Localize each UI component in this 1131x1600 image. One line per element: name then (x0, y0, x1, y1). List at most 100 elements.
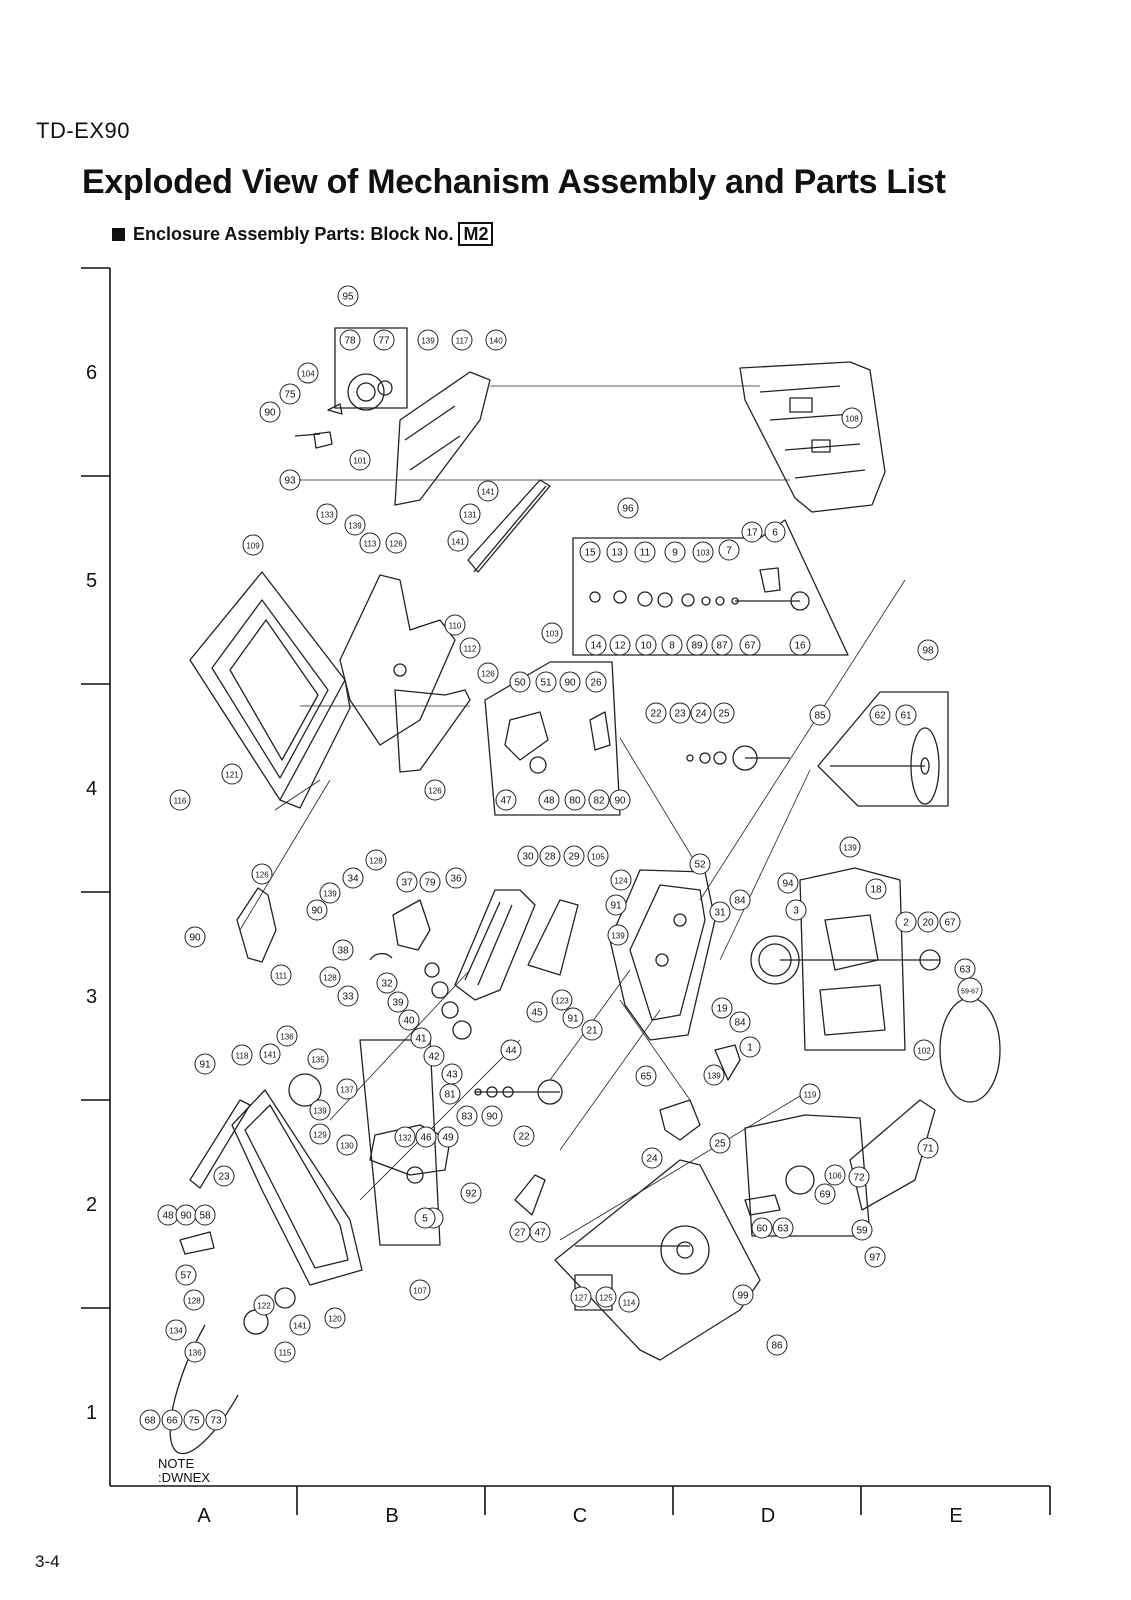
part-callout: 18 (865, 878, 887, 900)
part-callout-number: 33 (342, 992, 354, 1003)
grid-row-label: 1 (86, 1402, 98, 1424)
part-callout: 1 (739, 1036, 761, 1058)
reel-drive-assembly (369, 899, 472, 1040)
part-callout-number: 82 (593, 796, 605, 807)
part-callout-number: 120 (328, 1315, 342, 1324)
drive-belt (939, 997, 1001, 1103)
part-callout: 126 (251, 863, 273, 885)
part-callout-number: 96 (622, 504, 634, 515)
part-callout: 30 (517, 845, 539, 867)
part-callout: 34 (342, 867, 364, 889)
part-callout-number: 128 (323, 974, 337, 983)
part-callout-number: 85 (814, 711, 826, 722)
part-callout: 139 (319, 882, 341, 904)
part-callout-number: 141 (481, 488, 495, 497)
part-callout-number: 13 (611, 548, 623, 559)
part-callout: 48 (157, 1204, 179, 1226)
part-callout-number: 121 (225, 771, 239, 780)
part-callout: 59 (851, 1219, 873, 1241)
part-callout: 62 (869, 704, 891, 726)
part-callout: 51 (535, 671, 557, 693)
part-callout: 45 (526, 1001, 548, 1023)
part-callout: 44 (500, 1039, 522, 1061)
part-callout: 105 (587, 845, 609, 867)
part-callout-number: 32 (381, 979, 393, 990)
part-callout: 95 (337, 285, 359, 307)
part-callout-number: 34 (347, 874, 359, 885)
part-callout: 89 (686, 634, 708, 656)
part-callout: 84 (729, 1011, 751, 1033)
part-callout: 90 (559, 671, 581, 693)
part-callout: 90 (184, 926, 206, 948)
part-callout: 126 (477, 662, 499, 684)
part-callout-number: 133 (320, 511, 334, 520)
part-callout: 75 (183, 1409, 205, 1431)
part-callout: 80 (564, 789, 586, 811)
part-callout-number: 128 (187, 1297, 201, 1306)
block-subtitle: Enclosure Assembly Parts: Block No. M2 (112, 222, 494, 246)
part-callout: 128 (365, 849, 387, 871)
part-callout-number: 90 (486, 1112, 498, 1123)
part-callout: 131 (459, 503, 481, 525)
part-callout: 104 (297, 362, 319, 384)
part-callout: 71 (917, 1137, 939, 1159)
part-callout-number: 60 (756, 1224, 768, 1235)
grid-col-label: E (949, 1505, 963, 1527)
part-callout-number: 65 (640, 1072, 652, 1083)
part-callout: 10 (635, 634, 657, 656)
part-callout-number: 86 (771, 1341, 783, 1352)
part-callout-number: 115 (279, 1349, 292, 1358)
part-callout-number: 29 (568, 852, 580, 863)
part-callout-number: 106 (828, 1172, 842, 1181)
part-callout-number: 78 (344, 336, 356, 347)
part-callout: 90 (609, 789, 631, 811)
part-callout-number: 91 (567, 1014, 579, 1025)
part-callout-number: 117 (456, 337, 469, 346)
part-callout-number: 43 (446, 1070, 458, 1081)
part-callout: 87 (711, 634, 733, 656)
part-callout: 19 (711, 997, 733, 1019)
part-callout-number: 12 (614, 641, 626, 652)
part-callout: 130 (336, 1134, 358, 1156)
part-callout: 140 (485, 329, 507, 351)
part-callout-number: 11 (640, 548, 651, 559)
part-callout-number: 77 (378, 336, 390, 347)
part-callout: 41 (410, 1027, 432, 1049)
part-callout-number: 128 (369, 857, 383, 866)
part-callout-number: 28 (544, 852, 556, 863)
part-callout-number: 130 (340, 1142, 354, 1151)
part-callout-number: 103 (696, 549, 710, 558)
grid-col-label: C (572, 1505, 588, 1527)
part-callout-number: 71 (922, 1144, 934, 1155)
part-callout-number: 38 (337, 946, 349, 957)
part-callout-number: 49 (442, 1133, 454, 1144)
part-callout: 111 (270, 964, 292, 986)
part-callout-number: 37 (401, 878, 413, 889)
part-callout: 103 (541, 622, 563, 644)
part-callout: 66 (161, 1409, 183, 1431)
part-callout: 127 (570, 1286, 592, 1308)
part-callout-number: 139 (843, 844, 857, 853)
part-callout-number: 90 (264, 408, 276, 419)
part-callout-number: 124 (614, 877, 628, 886)
part-callout-number: 126 (255, 871, 269, 880)
part-callout-number: 67 (744, 641, 756, 652)
part-callout: 83 (456, 1105, 478, 1127)
part-callout: 118 (231, 1044, 253, 1066)
part-callout-number: 139 (707, 1072, 721, 1081)
part-callout-number: 99 (737, 1291, 749, 1302)
part-callout-number: 114 (623, 1299, 636, 1308)
part-callout-number: 91 (199, 1060, 211, 1071)
part-callout-number: 23 (674, 709, 686, 720)
part-callout-number: 57 (180, 1271, 192, 1282)
part-callout: 49 (437, 1126, 459, 1148)
part-callout-number: 141 (451, 538, 465, 547)
part-callout: 93 (279, 469, 301, 491)
part-callout: 72 (848, 1166, 870, 1188)
part-callout: 128 (183, 1289, 205, 1311)
part-callout: 139 (703, 1064, 725, 1086)
part-callout: 21 (581, 1019, 603, 1041)
part-callout: 23 (669, 702, 691, 724)
part-callout: 69 (814, 1183, 836, 1205)
part-callout: 28 (539, 845, 561, 867)
